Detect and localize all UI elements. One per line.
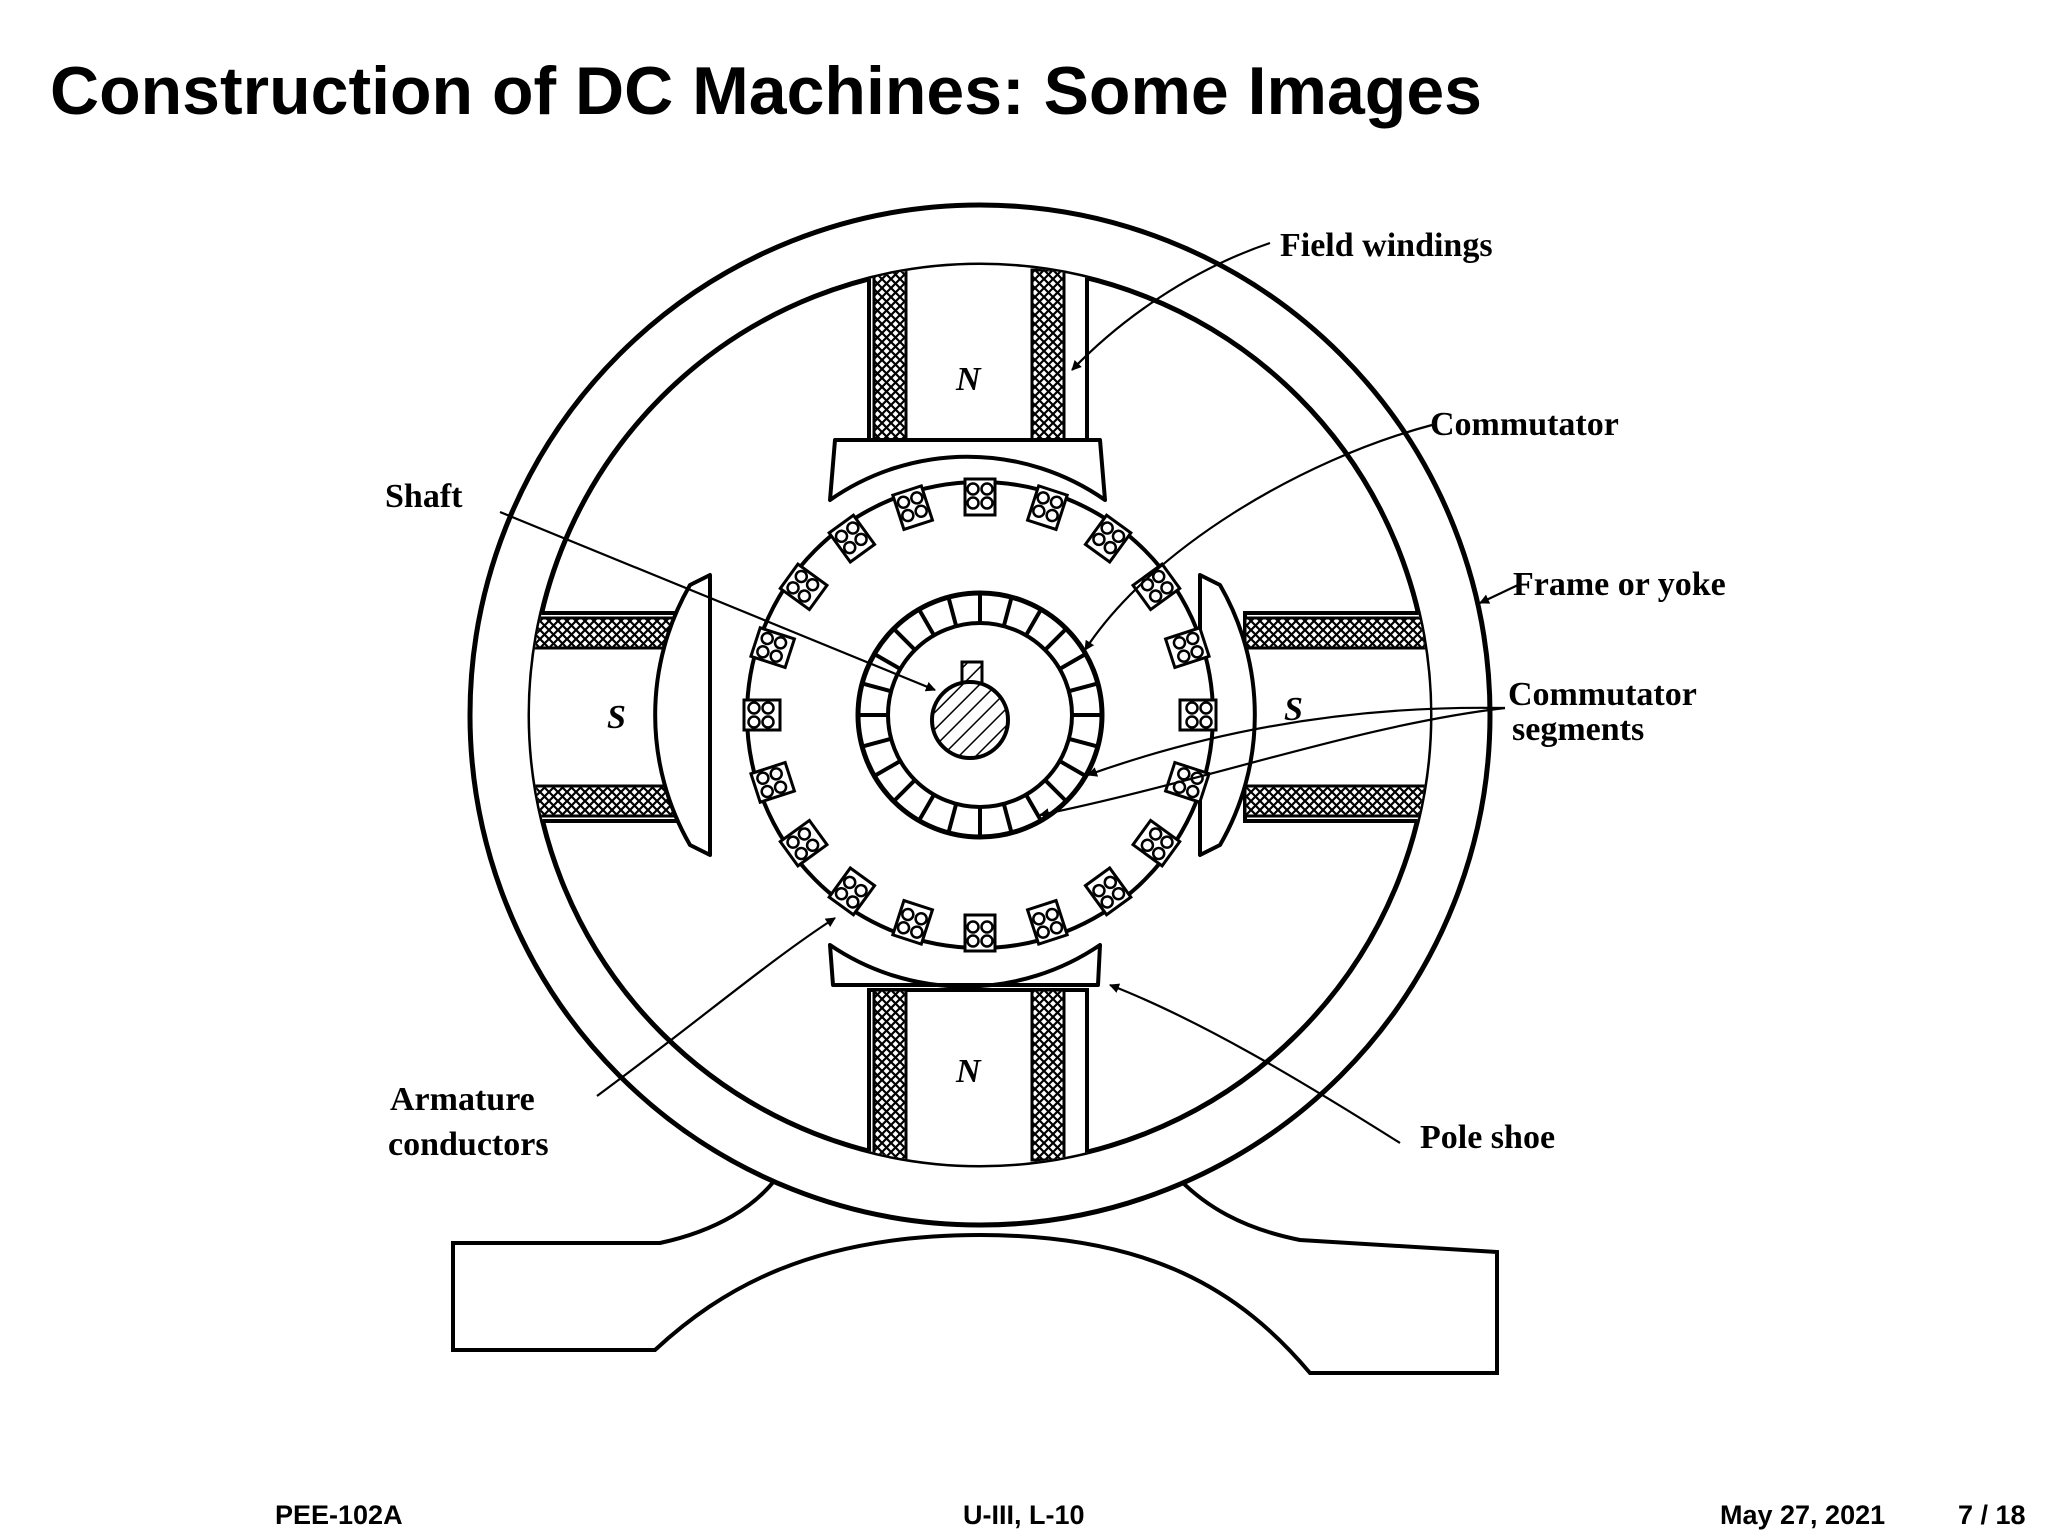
- armature-slot: [778, 818, 830, 868]
- commutator-segment-divider: [1001, 803, 1014, 834]
- armature-slot: [778, 562, 830, 612]
- label-shaft: Shaft: [385, 478, 463, 515]
- label-armature-1: Armature: [390, 1081, 535, 1118]
- armature-slot: [963, 913, 997, 953]
- label-pole-shoe: Pole shoe: [1420, 1119, 1555, 1156]
- armature-slot: [827, 513, 877, 565]
- footer-page: 7 / 18: [1958, 1500, 2026, 1530]
- footer-course: PEE-102A: [275, 1500, 403, 1530]
- armature-slot: [1025, 484, 1070, 532]
- label-commutator: Commutator: [1430, 406, 1619, 443]
- shaft: [930, 660, 1010, 760]
- armature-slot: [1083, 865, 1133, 917]
- commutator-segment-divider: [946, 596, 959, 627]
- armature-slot: [1025, 898, 1070, 946]
- label-commutator-segments-1: Commutator: [1508, 676, 1697, 713]
- commutator-segment-divider: [1068, 736, 1099, 749]
- armature-slot: [963, 477, 997, 517]
- slide-title: Construction of DC Machines: Some Images: [50, 53, 1482, 129]
- machine-base: [451, 1178, 1499, 1375]
- armature-slot: [1130, 818, 1182, 868]
- commutator-segment-divider: [1058, 652, 1087, 671]
- armature-slot: [1163, 760, 1211, 805]
- commutator-segment-divider: [1068, 681, 1099, 694]
- armature-slot: [749, 625, 797, 670]
- pole-label-left: S: [607, 699, 626, 736]
- commutator-segment-divider: [873, 652, 902, 671]
- label-armature-2: conductors: [388, 1126, 549, 1163]
- armature-slot: [890, 898, 935, 946]
- armature-slot: [749, 760, 797, 805]
- commutator-segment-divider: [873, 759, 902, 778]
- pole-label-right: S: [1284, 691, 1303, 728]
- commutator-segment-divider: [1043, 778, 1068, 803]
- commutator-segment-divider: [1043, 627, 1068, 652]
- armature-slot: [890, 484, 935, 532]
- leader-lines: [499, 241, 1519, 1144]
- commutator-segment-divider: [892, 778, 917, 803]
- pole-shoes: [653, 438, 1257, 989]
- commutator-segment-divider: [917, 793, 936, 822]
- footer-unit: U-III, L-10: [963, 1500, 1085, 1530]
- commutator-segment-divider: [1001, 596, 1014, 627]
- armature-slot: [742, 698, 782, 732]
- pole-label-top: N: [955, 361, 982, 398]
- pole-label-bottom: N: [955, 1053, 982, 1090]
- footer-date: May 27, 2021: [1720, 1500, 1886, 1530]
- commutator-segment-divider: [861, 681, 892, 694]
- label-frame-or-yoke: Frame or yoke: [1513, 566, 1726, 603]
- commutator-segment-divider: [946, 803, 959, 834]
- commutator-segment-divider: [1024, 608, 1043, 637]
- commutator-segment-divider: [892, 627, 917, 652]
- armature-slot: [827, 865, 877, 917]
- armature-slot: [1178, 698, 1218, 732]
- commutator-segment-divider: [861, 736, 892, 749]
- commutator-segment-divider: [1024, 793, 1043, 822]
- commutator-segment-divider: [917, 608, 936, 637]
- label-commutator-segments-2: segments: [1512, 711, 1644, 748]
- armature-slot: [1163, 625, 1211, 670]
- label-field-windings: Field windings: [1280, 227, 1493, 264]
- armature-slot: [1083, 513, 1133, 565]
- commutator-segment-divider: [1058, 759, 1087, 778]
